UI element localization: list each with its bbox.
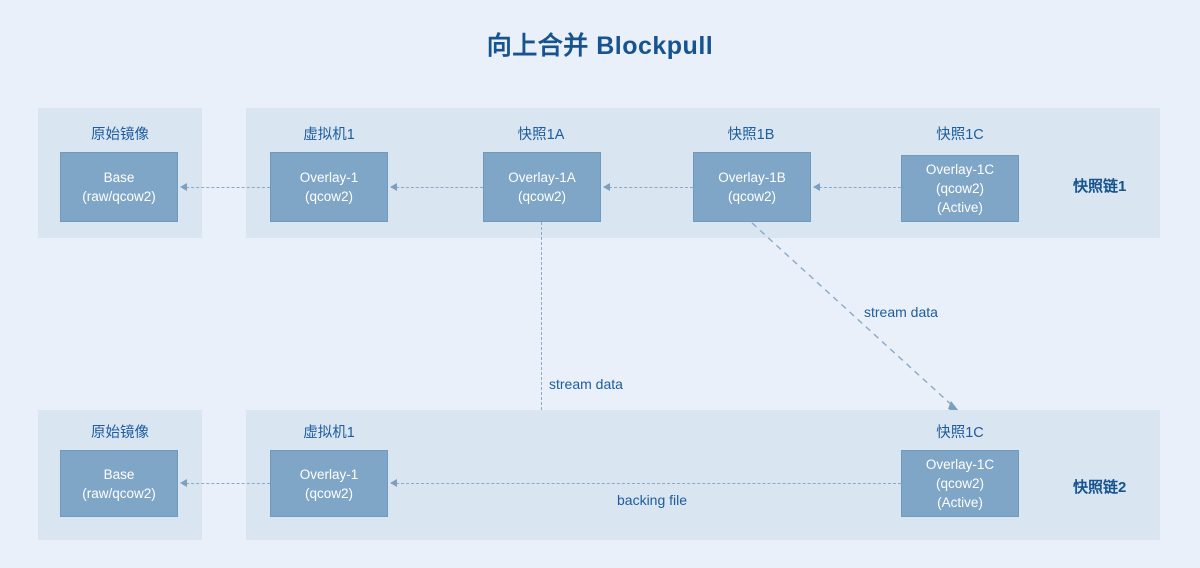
- chain2-label: 快照链2: [1073, 479, 1127, 496]
- node-chain1-snapc[interactable]: Overlay-1C (qcow2) (Active): [901, 155, 1019, 222]
- caption-chain2-vm: 虚拟机1: [303, 425, 355, 441]
- page-title: 向上合并 Blockpull: [486, 32, 714, 60]
- arrowhead-chain1-snapa: [603, 183, 610, 191]
- caption-chain1-vm: 虚拟机1: [303, 127, 355, 143]
- connector-chain1-vm-to-base: [186, 187, 270, 188]
- connector-chain1-snapc-to-snapb: [819, 187, 901, 188]
- arrowhead-chain1-vm: [390, 183, 397, 191]
- connector-chain2-snapc-to-vm: [396, 483, 901, 484]
- connector-chain1-snapa-to-vm: [396, 187, 483, 188]
- connector-streamdata1-vertical: [541, 222, 542, 450]
- node-chain2-base[interactable]: Base (raw/qcow2): [60, 450, 178, 517]
- node-chain1-vm[interactable]: Overlay-1 (qcow2): [270, 152, 388, 222]
- node-chain2-vm[interactable]: Overlay-1 (qcow2): [270, 450, 388, 517]
- caption-chain1-snapb: 快照1B: [727, 127, 775, 143]
- edge-label-stream-data-1: stream data: [549, 376, 623, 392]
- edge-label-stream-data-2: stream data: [864, 304, 938, 320]
- caption-chain1-base: 原始镜像: [91, 127, 149, 143]
- caption-chain2-base: 原始镜像: [91, 425, 149, 441]
- edge-label-backing-file: backing file: [617, 492, 688, 508]
- caption-chain2-snapc: 快照1C: [936, 425, 984, 441]
- node-chain1-base[interactable]: Base (raw/qcow2): [60, 152, 178, 222]
- node-chain2-snapc[interactable]: Overlay-1C (qcow2) (Active): [901, 450, 1019, 517]
- arrowhead-chain2-base: [180, 479, 187, 487]
- chain1-label: 快照链1: [1073, 178, 1127, 195]
- node-chain1-snapb[interactable]: Overlay-1B (qcow2): [693, 152, 811, 222]
- caption-chain1-snapc: 快照1C: [936, 127, 984, 143]
- connector-chain2-vm-to-base: [186, 483, 270, 484]
- caption-chain1-snapa: 快照1A: [517, 127, 565, 143]
- node-chain1-snapa[interactable]: Overlay-1A (qcow2): [483, 152, 601, 222]
- arrowhead-chain2-vm: [390, 479, 397, 487]
- connector-chain1-snapb-to-snapa: [609, 187, 693, 188]
- arrowhead-chain1-base: [180, 183, 187, 191]
- arrowhead-chain1-snapb: [813, 183, 820, 191]
